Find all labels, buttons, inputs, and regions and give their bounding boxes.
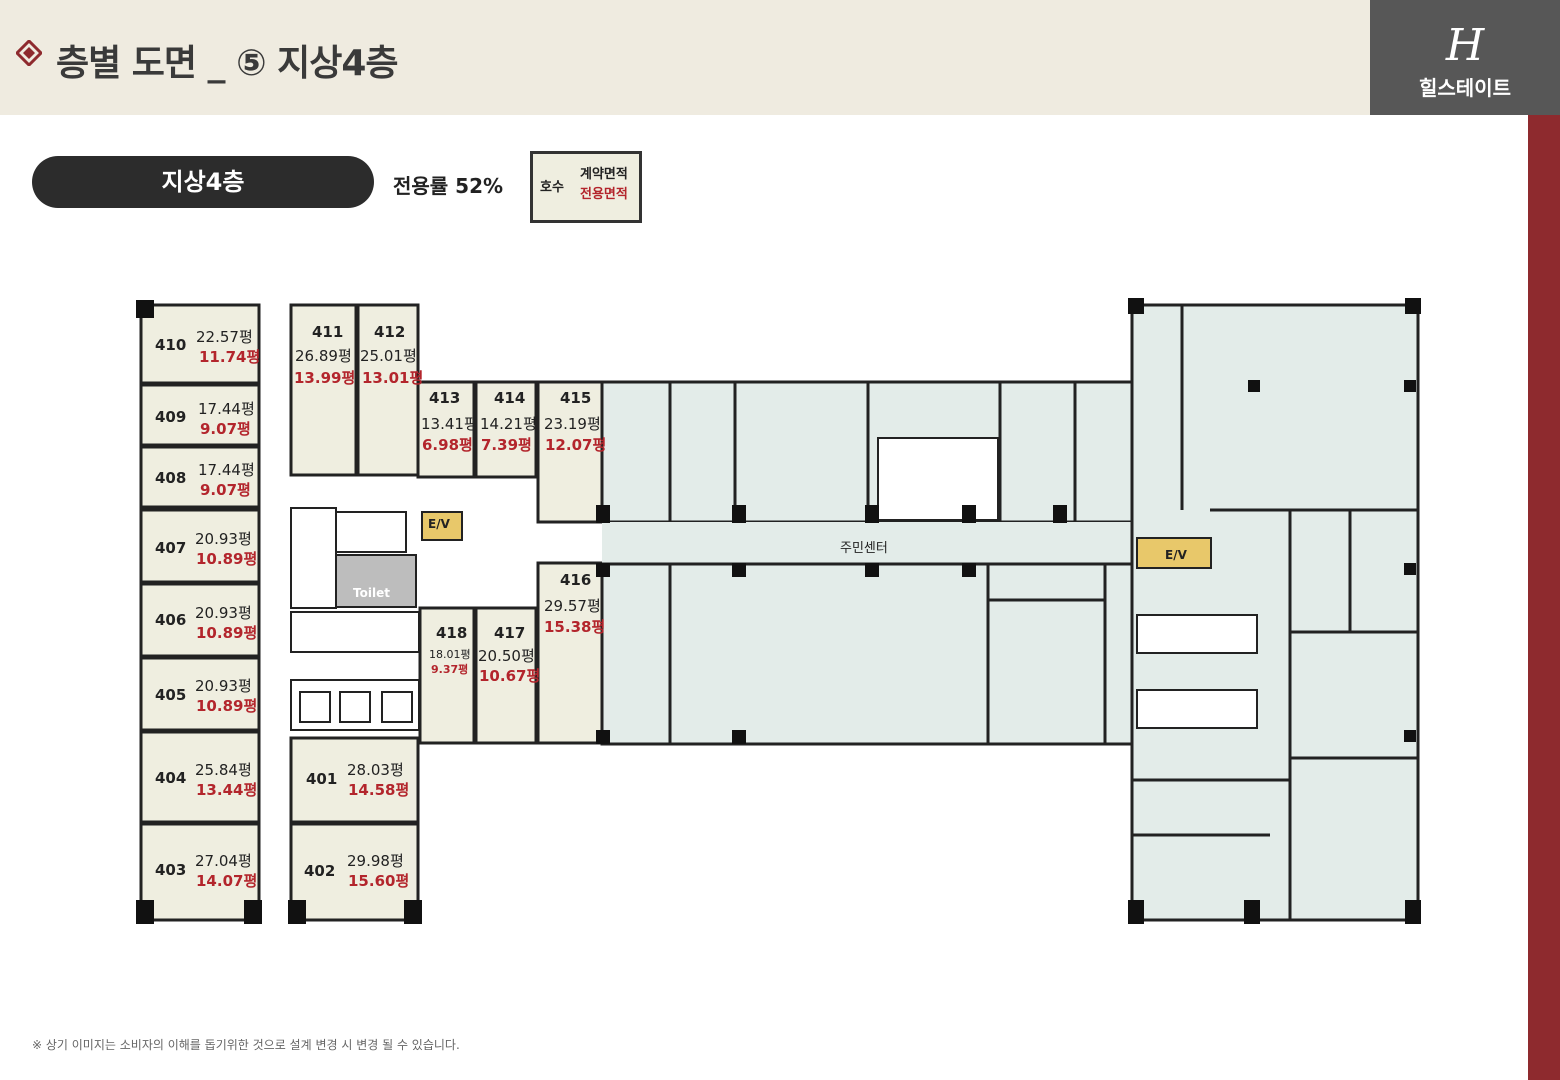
exclusive-ratio: 전용률 52% bbox=[393, 174, 504, 198]
unit-no: 412 bbox=[374, 323, 406, 341]
floor-badge: 지상4층 bbox=[32, 156, 374, 208]
unit-exclusive: 9.07평 bbox=[200, 481, 251, 499]
diamond-icon bbox=[16, 40, 42, 66]
unit-no: 415 bbox=[560, 389, 592, 407]
legend-unit-code: 호수 bbox=[540, 180, 564, 195]
unit-contract: 22.57평 bbox=[196, 328, 253, 346]
unit-no: 402 bbox=[304, 862, 336, 880]
unit-contract: 17.44평 bbox=[198, 400, 255, 418]
unit-no: 407 bbox=[155, 539, 187, 557]
unit-exclusive: 9.37평 bbox=[431, 663, 469, 676]
unit-exclusive: 10.89평 bbox=[196, 550, 258, 568]
unit-exclusive: 15.38평 bbox=[544, 618, 606, 636]
unit-no: 404 bbox=[155, 769, 187, 787]
right-wing bbox=[1130, 303, 1420, 922]
page-title: 층별 도면 _ ⑤ 지상4층 bbox=[56, 43, 399, 84]
unit-no: 414 bbox=[494, 389, 526, 407]
unit-no: 416 bbox=[560, 571, 592, 589]
unit-contract: 17.44평 bbox=[198, 461, 255, 479]
legend-exclusive-area: 전용면적 bbox=[580, 187, 628, 202]
unit-contract: 20.93평 bbox=[195, 677, 252, 695]
unit-no: 411 bbox=[312, 323, 344, 341]
unit-no: 417 bbox=[494, 624, 526, 642]
unit-no: 410 bbox=[155, 336, 187, 354]
unit-no: 401 bbox=[306, 770, 338, 788]
logo-mark: H bbox=[1445, 20, 1485, 71]
left-core bbox=[290, 507, 463, 731]
unit-no: 413 bbox=[429, 389, 461, 407]
unit-contract: 27.04평 bbox=[195, 852, 252, 870]
unit-exclusive: 14.58평 bbox=[348, 781, 410, 799]
unit-exclusive: 10.67평 bbox=[479, 667, 541, 685]
unit-exclusive: 13.01평 bbox=[362, 369, 424, 387]
unit-contract: 28.03평 bbox=[347, 761, 404, 779]
unit-contract: 23.19평 bbox=[544, 415, 601, 433]
side-accent-bar bbox=[1528, 115, 1560, 1080]
unit-exclusive: 10.89평 bbox=[196, 624, 258, 642]
unit-exclusive: 10.89평 bbox=[196, 697, 258, 715]
unit-no: 406 bbox=[155, 611, 187, 629]
unit-no: 408 bbox=[155, 469, 187, 487]
unit-contract: 14.21평 bbox=[480, 415, 537, 433]
unit-contract: 18.01평 bbox=[429, 648, 471, 661]
unit-exclusive: 13.99평 bbox=[294, 369, 356, 387]
unit-contract: 20.50평 bbox=[478, 647, 535, 665]
header-bar: 층별 도면 _ ⑤ 지상4층 bbox=[0, 0, 1370, 115]
structural-columns bbox=[136, 298, 1421, 924]
community-center-label: 주민센터 bbox=[840, 541, 888, 556]
unit-contract: 26.89평 bbox=[295, 347, 352, 365]
footnote: ※ 상기 이미지는 소비자의 이해를 돕기위한 것으로 설계 변경 시 변경 될… bbox=[32, 1038, 460, 1052]
logo-name: 힐스테이트 bbox=[1419, 76, 1511, 100]
legend-box bbox=[530, 151, 642, 223]
unit-contract: 13.41평 bbox=[421, 415, 478, 433]
unit-exclusive: 13.44평 bbox=[196, 781, 258, 799]
unit-contract: 29.98평 bbox=[347, 852, 404, 870]
unit-exclusive: 9.07평 bbox=[200, 420, 251, 438]
elevator-label-right: E/V bbox=[1165, 548, 1187, 562]
unit-exclusive: 15.60평 bbox=[348, 872, 410, 890]
unit-exclusive: 11.74평 bbox=[199, 348, 261, 366]
unit-no: 403 bbox=[155, 861, 187, 879]
unit-contract: 20.93평 bbox=[195, 530, 252, 548]
unit-no: 418 bbox=[436, 624, 468, 642]
center-block bbox=[600, 380, 1134, 746]
unit-contract: 25.84평 bbox=[195, 761, 252, 779]
left-wing bbox=[139, 303, 604, 922]
area-legend: 호수 계약면적 전용면적 bbox=[526, 143, 646, 225]
elevator-label-left: E/V bbox=[428, 517, 450, 531]
unit-no: 409 bbox=[155, 408, 187, 426]
unit-exclusive: 12.07평 bbox=[545, 436, 607, 454]
toilet-label: Toilet bbox=[353, 586, 390, 600]
unit-exclusive: 7.39평 bbox=[481, 436, 532, 454]
unit-contract: 25.01평 bbox=[360, 347, 417, 365]
unit-no: 405 bbox=[155, 686, 187, 704]
unit-contract: 20.93평 bbox=[195, 604, 252, 622]
brand-logo: H 힐스테이트 bbox=[1370, 0, 1560, 115]
unit-exclusive: 6.98평 bbox=[422, 436, 473, 454]
unit-exclusive: 14.07평 bbox=[196, 872, 258, 890]
unit-contract: 29.57평 bbox=[544, 597, 601, 615]
legend-contract-area: 계약면적 bbox=[580, 167, 628, 182]
